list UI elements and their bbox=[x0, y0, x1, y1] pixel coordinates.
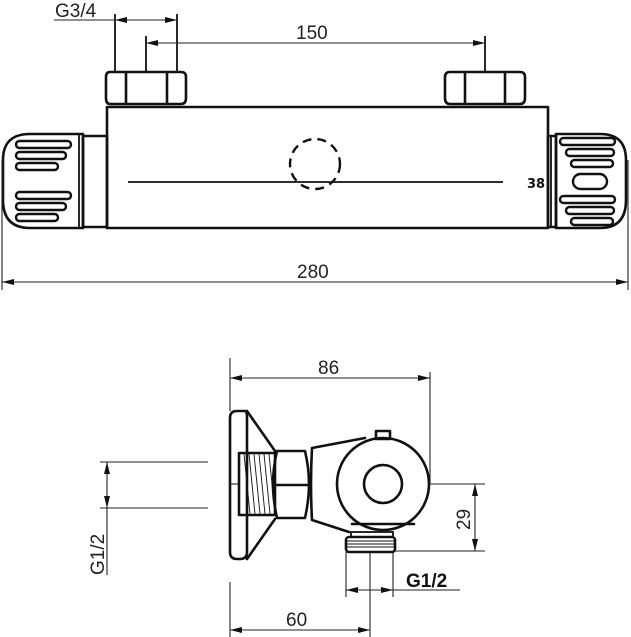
dim-wall-thread: G1/2 bbox=[88, 461, 208, 575]
svg-text:G1/2: G1/2 bbox=[88, 534, 109, 575]
wall-thread-connector bbox=[230, 451, 277, 517]
svg-text:29: 29 bbox=[454, 509, 475, 530]
left-inlet-nut bbox=[104, 70, 188, 106]
right-inlet-nut bbox=[443, 70, 527, 106]
left-collar bbox=[81, 134, 109, 229]
dim-overall-length: 280 bbox=[1, 160, 629, 290]
outlet-ring bbox=[362, 463, 404, 505]
body-height-label: 38 bbox=[527, 177, 545, 192]
front-view: 38 G3/4 150 bbox=[1, 1, 629, 290]
svg-text:150: 150 bbox=[296, 23, 328, 44]
dim-depth-total: 86 bbox=[229, 358, 431, 484]
dim-outlet-thread: G1/2 bbox=[345, 552, 460, 597]
wall-flange bbox=[228, 409, 249, 561]
head-cap bbox=[374, 429, 392, 441]
right-handle bbox=[550, 132, 628, 230]
mixer-body bbox=[105, 105, 550, 230]
side-hex-nut bbox=[271, 449, 311, 520]
hidden-outlet-circle bbox=[288, 137, 342, 191]
dim-inlet-spacing: 150 bbox=[145, 23, 486, 72]
svg-text:G3/4: G3/4 bbox=[55, 1, 97, 22]
connector-body bbox=[309, 436, 367, 534]
left-handle bbox=[1, 132, 85, 230]
svg-text:280: 280 bbox=[297, 262, 329, 283]
valve-head bbox=[335, 436, 431, 532]
outlet-thread bbox=[344, 531, 397, 554]
dim-inlet-thread: G3/4 bbox=[54, 1, 178, 72]
svg-text:86: 86 bbox=[318, 358, 339, 379]
svg-text:G1/2: G1/2 bbox=[406, 571, 447, 592]
svg-text:60: 60 bbox=[286, 610, 307, 631]
side-view: 86 29 G1/2 60 bbox=[88, 358, 485, 637]
dim-depth-to-outlet: 60 bbox=[229, 552, 371, 637]
dim-outlet-offset: 29 bbox=[395, 483, 485, 552]
